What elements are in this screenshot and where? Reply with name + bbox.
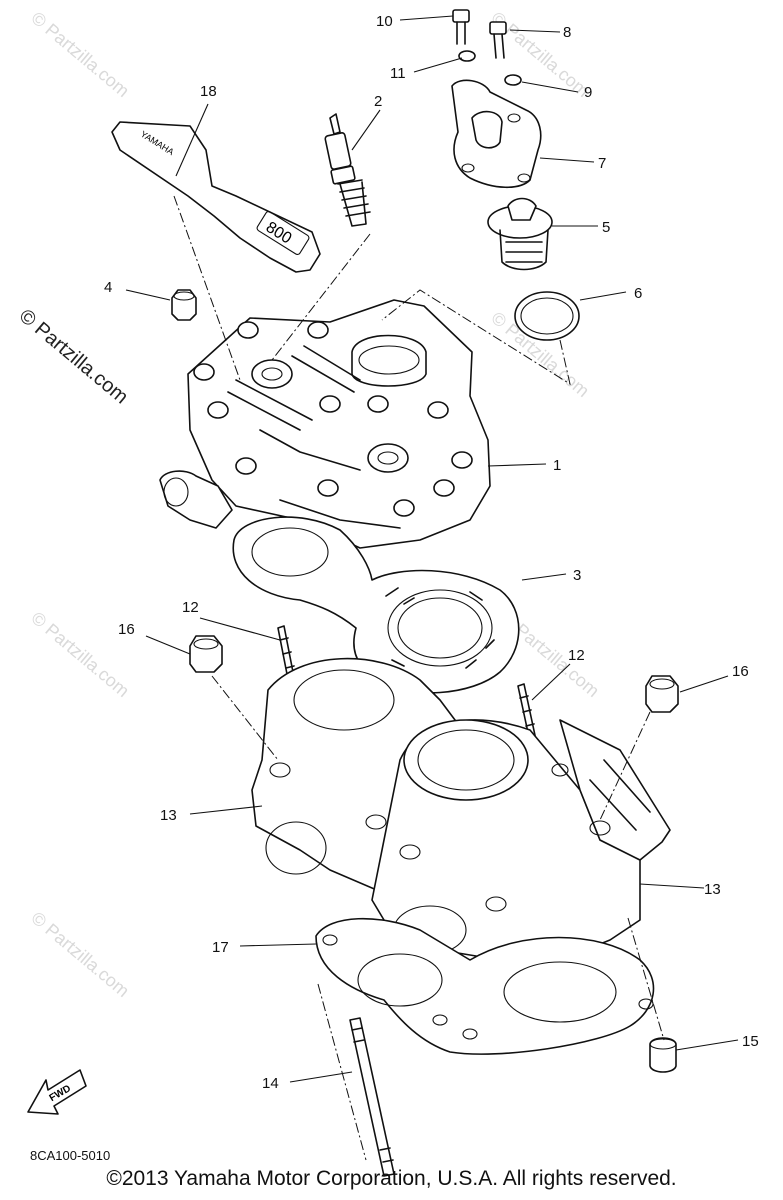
callout-12-rear: 12: [182, 599, 199, 616]
part-3-head-gasket: [232, 516, 520, 694]
part-16-nuts: [189, 635, 679, 713]
part-1-cylinder-head: [159, 299, 491, 549]
part-4-nut: [171, 289, 197, 321]
diagram-code: 8CA100-5010: [30, 1148, 111, 1163]
decal-number-box: [256, 211, 310, 255]
watermark-1: © Partzilla.com: [27, 8, 133, 101]
callout-7: 7: [598, 155, 606, 172]
callout-8: 8: [563, 24, 571, 41]
callout-14: 14: [262, 1075, 279, 1092]
part-2-spark-plug: [324, 113, 371, 227]
callout-4: 4: [104, 279, 112, 296]
part-13-cylinders: [251, 657, 671, 961]
part-14-stud: [349, 1017, 395, 1177]
callout-13-front: 13: [704, 881, 721, 898]
callout-13-rear: 13: [160, 807, 177, 824]
copyright-notice: ©2013 Yamaha Motor Corporation, U.S.A. A…: [106, 1167, 677, 1190]
watermark-6: © Partzilla.com: [27, 908, 133, 1001]
part-15-dowel: [649, 1037, 677, 1073]
callout-16-right: 16: [732, 663, 749, 680]
callout-17: 17: [212, 939, 229, 956]
fwd-arrow: FWD: [27, 1069, 87, 1115]
watermark-main: © Partzilla.com: [15, 305, 132, 408]
callout-16-left: 16: [118, 621, 135, 638]
part-17-base-gasket: [315, 917, 655, 1055]
callout-10: 10: [376, 13, 393, 30]
callout-18: 18: [200, 83, 217, 100]
leader-lines: [125, 15, 739, 1161]
callout-3: 3: [573, 567, 581, 584]
callout-6: 6: [634, 285, 642, 302]
parts-8-11-bolts: [452, 9, 522, 86]
part-18-decal: YAMAHA 800: [111, 121, 321, 273]
callout-15: 15: [742, 1033, 759, 1050]
part-5-thermostat: [487, 197, 553, 271]
callout-5: 5: [602, 219, 610, 236]
part-7-thermostat-cover: [451, 79, 542, 189]
callout-1: 1: [553, 457, 561, 474]
callout-numbers: 10 8 11 9 7 5 6 2 18 4 1 3 12 16 12 16 1…: [104, 13, 759, 1092]
callout-9: 9: [584, 84, 592, 101]
callout-11: 11: [390, 65, 406, 82]
callout-12-front: 12: [568, 647, 585, 664]
callout-2: 2: [374, 93, 382, 110]
part-6-o-ring: [514, 291, 580, 341]
